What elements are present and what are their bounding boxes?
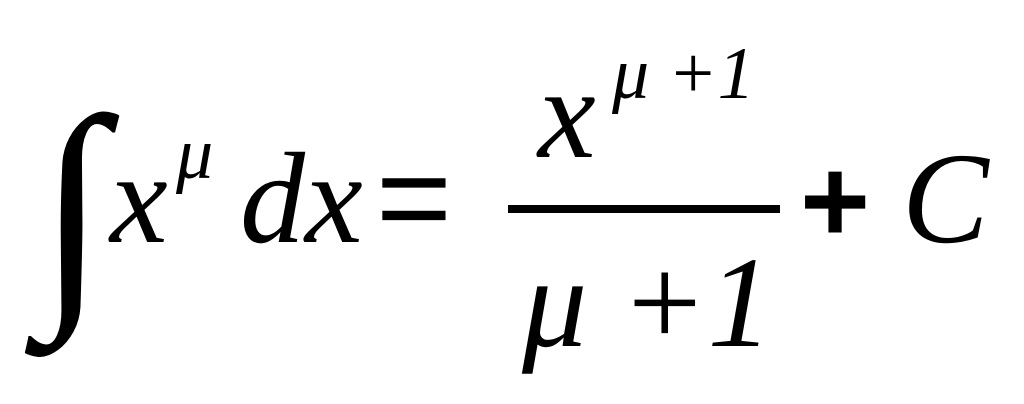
numerator-base: x bbox=[536, 42, 596, 186]
equals-sign: = bbox=[376, 124, 452, 270]
differential: dx bbox=[240, 127, 363, 271]
integrand-exponent: μ bbox=[175, 113, 213, 195]
integrand-variable: x bbox=[108, 127, 168, 271]
integral-sign: ∫ bbox=[24, 68, 120, 357]
plus-sign: + bbox=[800, 134, 870, 268]
numerator-exponent: μ +1 bbox=[611, 33, 755, 115]
constant-c: C bbox=[902, 127, 990, 271]
denominator: μ +1 bbox=[521, 231, 772, 375]
fraction-bar bbox=[508, 205, 780, 213]
